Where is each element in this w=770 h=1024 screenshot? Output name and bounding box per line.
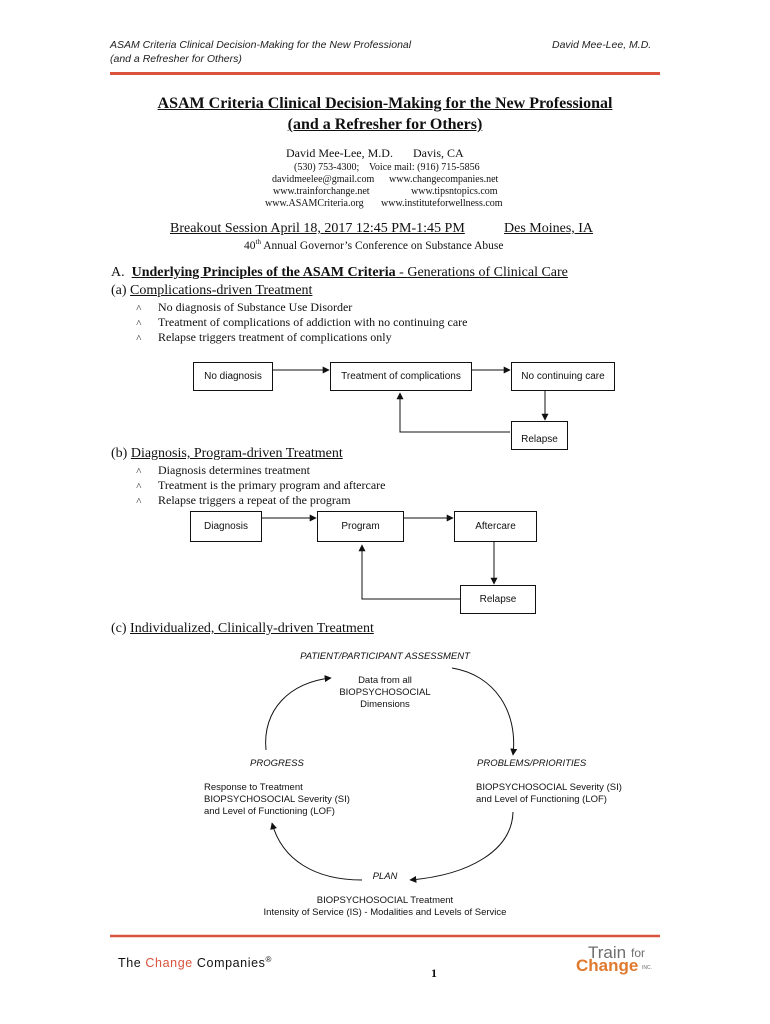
arrow-c-problems-to-plan [409,811,514,883]
author-email[interactable]: davidmeelee@gmail.com [272,174,375,185]
link-asamcriteria[interactable]: www.ASAMCriteria.org [265,198,364,209]
progress-text-3: and Level of Functioning (LOF) [204,806,335,817]
progress-text-1: Response to Treatment [204,782,303,793]
author-voicemail: Voice mail: (916) 715-5856 [369,162,480,173]
caret-bullet-icon: ˄ [136,303,142,314]
caret-bullet-icon: ˄ [136,496,142,507]
arrow-c-plan-to-progress [270,822,363,881]
part-b-bullet-3: ˄Relapse triggers a repeat of the progra… [136,493,351,507]
section-a-heading: A. Underlying Principles of the ASAM Cri… [111,265,568,280]
label-plan: PLAN [372,871,398,882]
assessment-text-3: Dimensions [360,699,410,710]
box-no-diagnosis: No diagnosis [193,362,273,391]
box-aftercare: Aftercare [454,511,537,542]
caret-bullet-icon: ˄ [136,481,142,492]
document-title-line1: ASAM Criteria Clinical Decision-Making f… [157,95,613,112]
assessment-text-2: BIOPSYCHOSOCIAL [339,687,431,698]
progress-text-2: BIOPSYCHOSOCIAL Severity (SI) [204,794,350,805]
header-title-line2: (and a Refresher for Others) [110,53,242,65]
problems-text-1: BIOPSYCHOSOCIAL Severity (SI) [476,782,622,793]
conference-line: 40th Annual Governor’s Conference on Sub… [244,238,504,252]
part-a-heading: (a) Complications-driven Treatment [111,283,313,298]
arrow-c-progress-to-assessment [265,675,332,751]
document-title-line2: (and a Refresher for Others) [287,116,483,133]
author-phone: (530) 753-4300; [294,162,360,173]
part-c-heading: (c) Individualized, Clinically-driven Tr… [111,621,374,636]
link-instituteforwellness[interactable]: www.instituteforwellness.com [381,198,503,209]
part-a-bullet-3: ˄Relapse triggers treatment of complicat… [136,330,392,344]
caret-bullet-icon: ˄ [136,333,142,344]
caret-bullet-icon: ˄ [136,318,142,329]
part-b-bullet-1: ˄Diagnosis determines treatment [136,463,310,477]
train-for-change-logo: Train for Change INC. [576,943,652,975]
header-title-line1: ASAM Criteria Clinical Decision-Making f… [110,39,412,51]
session-line: Breakout Session April 18, 2017 12:45 PM… [170,221,465,236]
part-b-heading: (b) Diagnosis, Program-driven Treatment [111,446,343,461]
author-name: David Mee-Lee, M.D. [286,146,393,160]
plan-text-1: BIOPSYCHOSOCIAL Treatment [316,895,454,906]
author-location: Davis, CA [413,146,464,160]
link-trainforchange[interactable]: www.trainforchange.net [273,186,370,197]
assessment-text-1: Data from all [358,675,412,686]
label-progress: PROGRESS [250,758,304,769]
box-no-continuing-care: No continuing care [511,362,615,391]
caret-bullet-icon: ˄ [136,466,142,477]
arrow-a-relapse-to-treatment [396,392,510,433]
label-problems: PROBLEMS/PRIORITIES [477,758,587,769]
header-author: David Mee-Lee, M.D. [552,39,652,51]
box-relapse-b: Relapse [460,585,536,614]
page-number: 1 [431,966,437,980]
arrow-b-relapse-to-program [358,544,460,600]
problems-text-2: and Level of Functioning (LOF) [476,794,607,805]
part-a-bullet-2: ˄Treatment of complications of addiction… [136,315,468,329]
session-place: Des Moines, IA [504,221,594,236]
part-b-bullet-2: ˄Treatment is the primary program and af… [136,478,386,492]
link-changecompanies[interactable]: www.changecompanies.net [389,174,499,185]
link-tipsntopics[interactable]: www.tipsntopics.com [411,186,498,197]
label-assessment: PATIENT/PARTICIPANT ASSESSMENT [300,651,470,662]
box-treatment-of-complications: Treatment of complications [330,362,472,391]
box-relapse-a: Relapse [511,421,568,450]
header-rule [110,72,660,75]
part-a-bullet-1: ˄No diagnosis of Substance Use Disorder [136,300,353,314]
box-diagnosis: Diagnosis [190,511,262,542]
footer-brand-logo: The Change Companies® [118,955,273,971]
plan-text-2: Intensity of Service (IS) - Modalities a… [263,907,507,918]
arrow-c-assessment-to-problems [451,667,518,756]
box-program: Program [317,511,404,542]
